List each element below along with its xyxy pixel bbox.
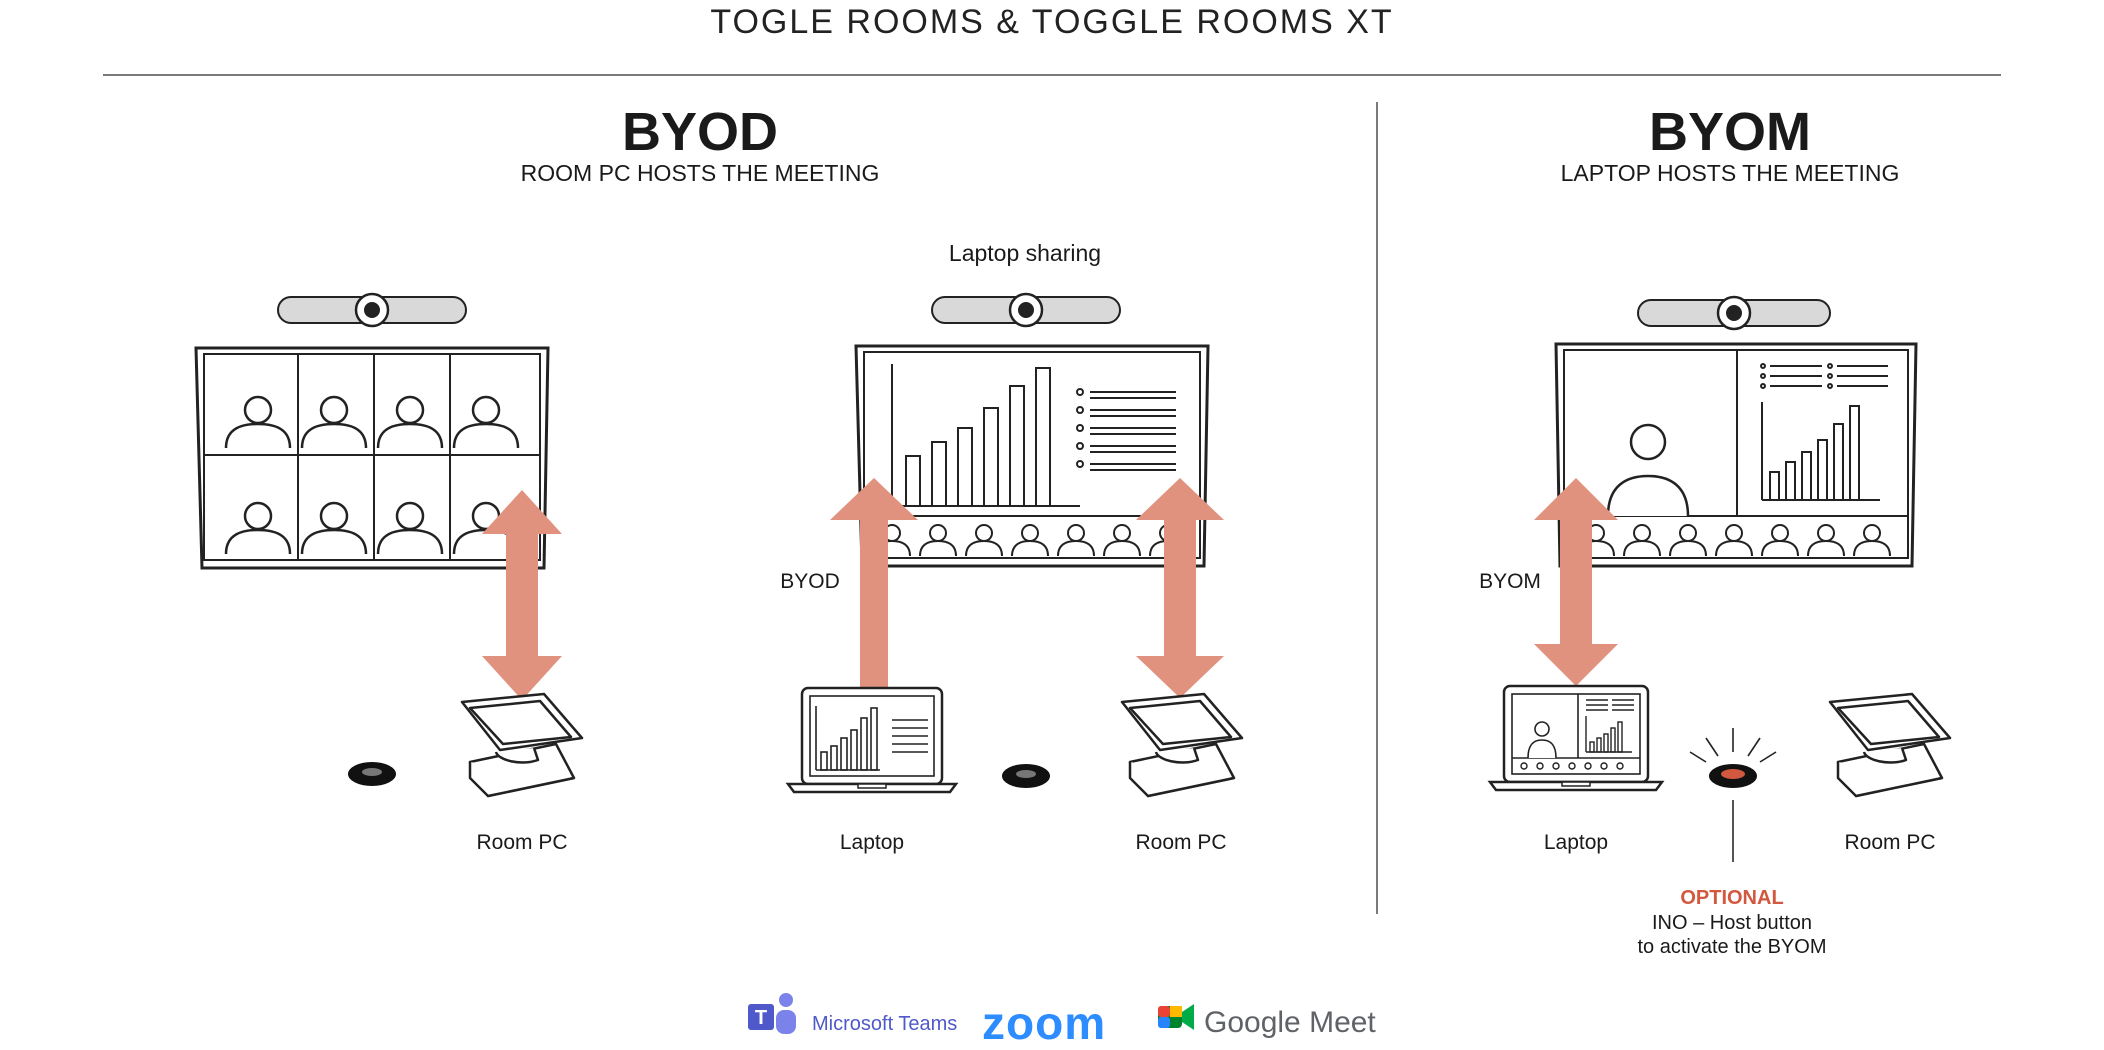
speaker-puck-2 [1002,764,1050,788]
laptop-sharing-caption: Laptop sharing [948,240,1102,266]
teams-logo-icon: T [748,993,796,1034]
room-pc-label-1: Room PC [476,831,568,854]
meet-logo-text: Google Meet [1204,1006,1376,1039]
laptop-byod [785,686,959,794]
laptop-label-byom: Laptop [1543,831,1609,854]
up-arrow-byod [830,478,918,690]
host-button-note-line1: INO – Host button [1651,912,1813,934]
section-divider [1376,102,1378,914]
touch-panel-2 [1120,692,1244,798]
camera-bar-3 [1637,295,1831,331]
display-content-share [854,344,1210,568]
byom-heading: BYOM [1649,102,1811,162]
byod-heading: BYOD [621,102,778,162]
byom-arrow-label: BYOM [1479,570,1541,593]
display-video-grid [194,346,550,570]
arrows [482,478,1618,700]
optional-label: OPTIONAL [1680,887,1784,909]
teams-logo-text: Microsoft Teams [812,1013,958,1035]
speaker-puck-1 [348,762,396,786]
touch-panel-3 [1828,692,1952,798]
title-divider [103,74,2001,76]
ino-host-button [1689,728,1777,862]
camera-bar-2 [931,292,1121,328]
laptop-byom [1487,684,1665,792]
host-button-note-line2: to activate the BYOM [1637,936,1827,958]
double-arrow-2 [1136,478,1224,698]
page-title: TOGLE ROOMS & TOGGLE ROOMS XT [710,3,1394,41]
room-pc-label-3: Room PC [1844,831,1936,854]
double-arrow-1 [482,490,562,700]
byod-subheading: ROOM PC HOSTS THE MEETING [520,160,880,186]
svg-text:T: T [755,1007,767,1029]
meet-logo-icon [1158,1004,1194,1030]
zoom-logo-text: zoom [982,997,1107,1049]
camera-bar-1 [277,292,467,328]
touch-panel-1 [460,692,584,798]
byod-arrow-label: BYOD [780,570,840,593]
display-byom-split [1554,342,1918,568]
laptop-label-byod: Laptop [839,831,905,854]
byom-subheading: LAPTOP HOSTS THE MEETING [1560,160,1900,186]
room-pc-label-2: Room PC [1135,831,1227,854]
double-arrow-byom [1534,478,1618,686]
